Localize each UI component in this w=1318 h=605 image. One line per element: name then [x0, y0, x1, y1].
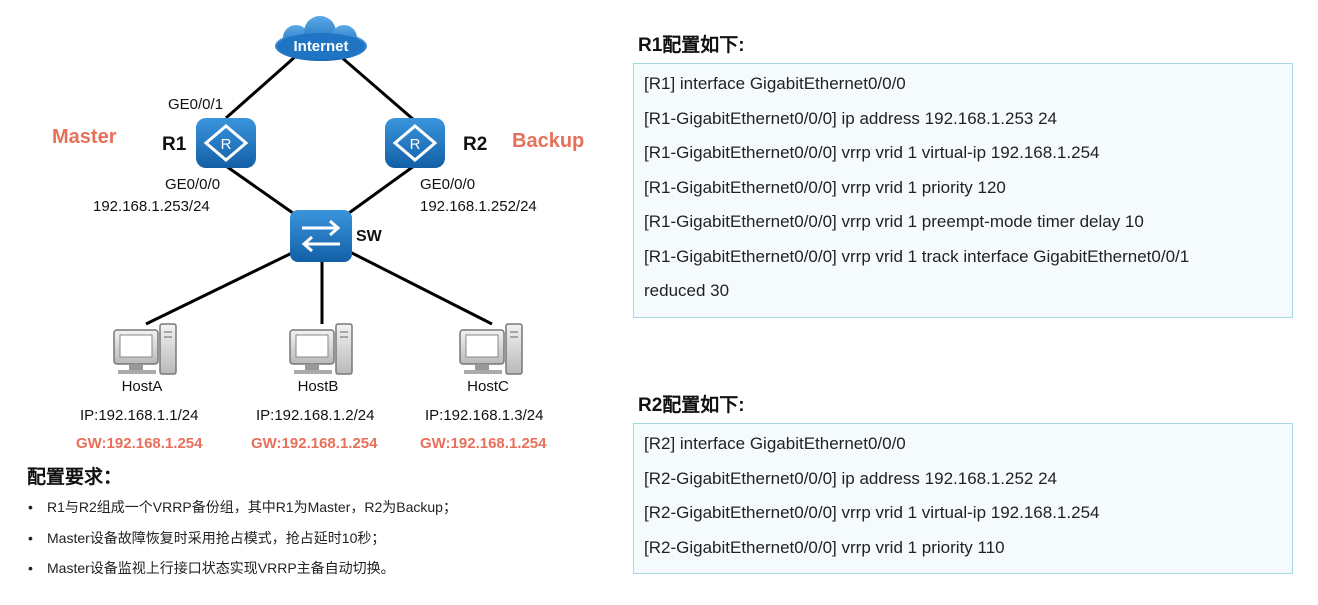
r1-ip-address: 192.168.1.253/24 — [93, 198, 210, 215]
r2-config-box: [R2] interface GigabitEthernet0/0/0 [R2-… — [633, 423, 1293, 574]
link-internet-r1 — [225, 54, 297, 120]
network-topology: Internet R R — [113, 16, 523, 375]
r1-downlink-interface: GE0/0/0 — [165, 176, 221, 193]
r1-role-master: Master — [52, 126, 117, 148]
r2-config-title: R2配置如下: — [638, 395, 745, 416]
requirements-title: 配置要求： — [27, 467, 123, 488]
link-r1-sw — [225, 164, 301, 220]
host-b-ip: IP:192.168.1.2/24 — [256, 407, 375, 424]
link-sw-hosta — [145, 250, 295, 326]
host-c-gateway: GW:192.168.1.254 — [420, 435, 547, 452]
r2-downlink-interface: GE0/0/0 — [420, 176, 476, 193]
host-a-pc-icon — [113, 323, 177, 375]
host-a-ip: IP:192.168.1.1/24 — [80, 407, 199, 424]
r2-role-backup: Backup — [512, 130, 585, 152]
r1-uplink-interface: GE0/0/1 — [168, 96, 224, 113]
router-r2-icon: R — [385, 118, 445, 168]
host-b-gateway: GW:192.168.1.254 — [251, 435, 378, 452]
r1-name: R1 — [162, 134, 187, 155]
r1-config-line: [R1-GigabitEthernet0/0/0] vrrp vrid 1 pr… — [644, 212, 1144, 231]
host-c-ip: IP:192.168.1.3/24 — [425, 407, 544, 424]
r2-ip-address: 192.168.1.252/24 — [420, 198, 537, 215]
requirements-list: R1与R2组成一个VRRP备份组，其中R1为Master，R2为Backup； … — [28, 496, 457, 588]
link-internet-r2 — [339, 54, 415, 122]
link-sw-hostc — [349, 250, 493, 326]
host-a-gateway: GW:192.168.1.254 — [76, 435, 203, 452]
r2-config-line: [R2-GigabitEthernet0/0/0] vrrp vrid 1 vi… — [644, 503, 1100, 522]
r2-name: R2 — [463, 134, 488, 155]
internet-cloud-icon — [275, 16, 367, 61]
requirement-item: R1与R2组成一个VRRP备份组，其中R1为Master，R2为Backup； — [28, 496, 457, 527]
r1-config-line: [R1-GigabitEthernet0/0/0] vrrp vrid 1 vi… — [644, 143, 1100, 162]
host-c-name: HostC — [467, 378, 509, 395]
r1-config-line: [R1] interface GigabitEthernet0/0/0 — [644, 74, 906, 93]
r1-config-line: [R1-GigabitEthernet0/0/0] vrrp vrid 1 tr… — [644, 246, 1190, 266]
host-b-name: HostB — [297, 378, 339, 395]
host-c-pc-icon — [459, 323, 523, 375]
internet-label: Internet — [293, 38, 348, 55]
svg-text:R: R — [221, 136, 232, 153]
host-a-name: HostA — [121, 378, 163, 395]
r1-config-line: [R1-GigabitEthernet0/0/0] ip address 192… — [644, 108, 1058, 128]
r1-config-line: [R1-GigabitEthernet0/0/0] vrrp vrid 1 pr… — [644, 177, 1006, 197]
switch-sw-icon — [290, 210, 352, 262]
requirement-item: Master设备故障恢复时采用抢占模式，抢占延时10秒； — [28, 527, 457, 558]
r2-config-line: [R2-GigabitEthernet0/0/0] ip address 192… — [644, 468, 1058, 488]
link-r2-sw — [341, 164, 415, 220]
r1-config-line: reduced 30 — [644, 281, 730, 300]
r1-config-title: R1配置如下: — [638, 35, 745, 56]
r2-config-line: [R2-GigabitEthernet0/0/0] vrrp vrid 1 pr… — [644, 537, 1005, 557]
router-r1-icon: R — [196, 118, 256, 168]
svg-text:R: R — [410, 136, 421, 153]
r1-config-box: [R1] interface GigabitEthernet0/0/0 [R1-… — [633, 63, 1293, 318]
requirement-item: Master设备监视上行接口状态实现VRRP主备自动切换。 — [28, 557, 457, 588]
host-b-pc-icon — [289, 323, 353, 375]
r2-config-line: [R2] interface GigabitEthernet0/0/0 — [644, 434, 906, 453]
sw-name: SW — [356, 228, 382, 245]
